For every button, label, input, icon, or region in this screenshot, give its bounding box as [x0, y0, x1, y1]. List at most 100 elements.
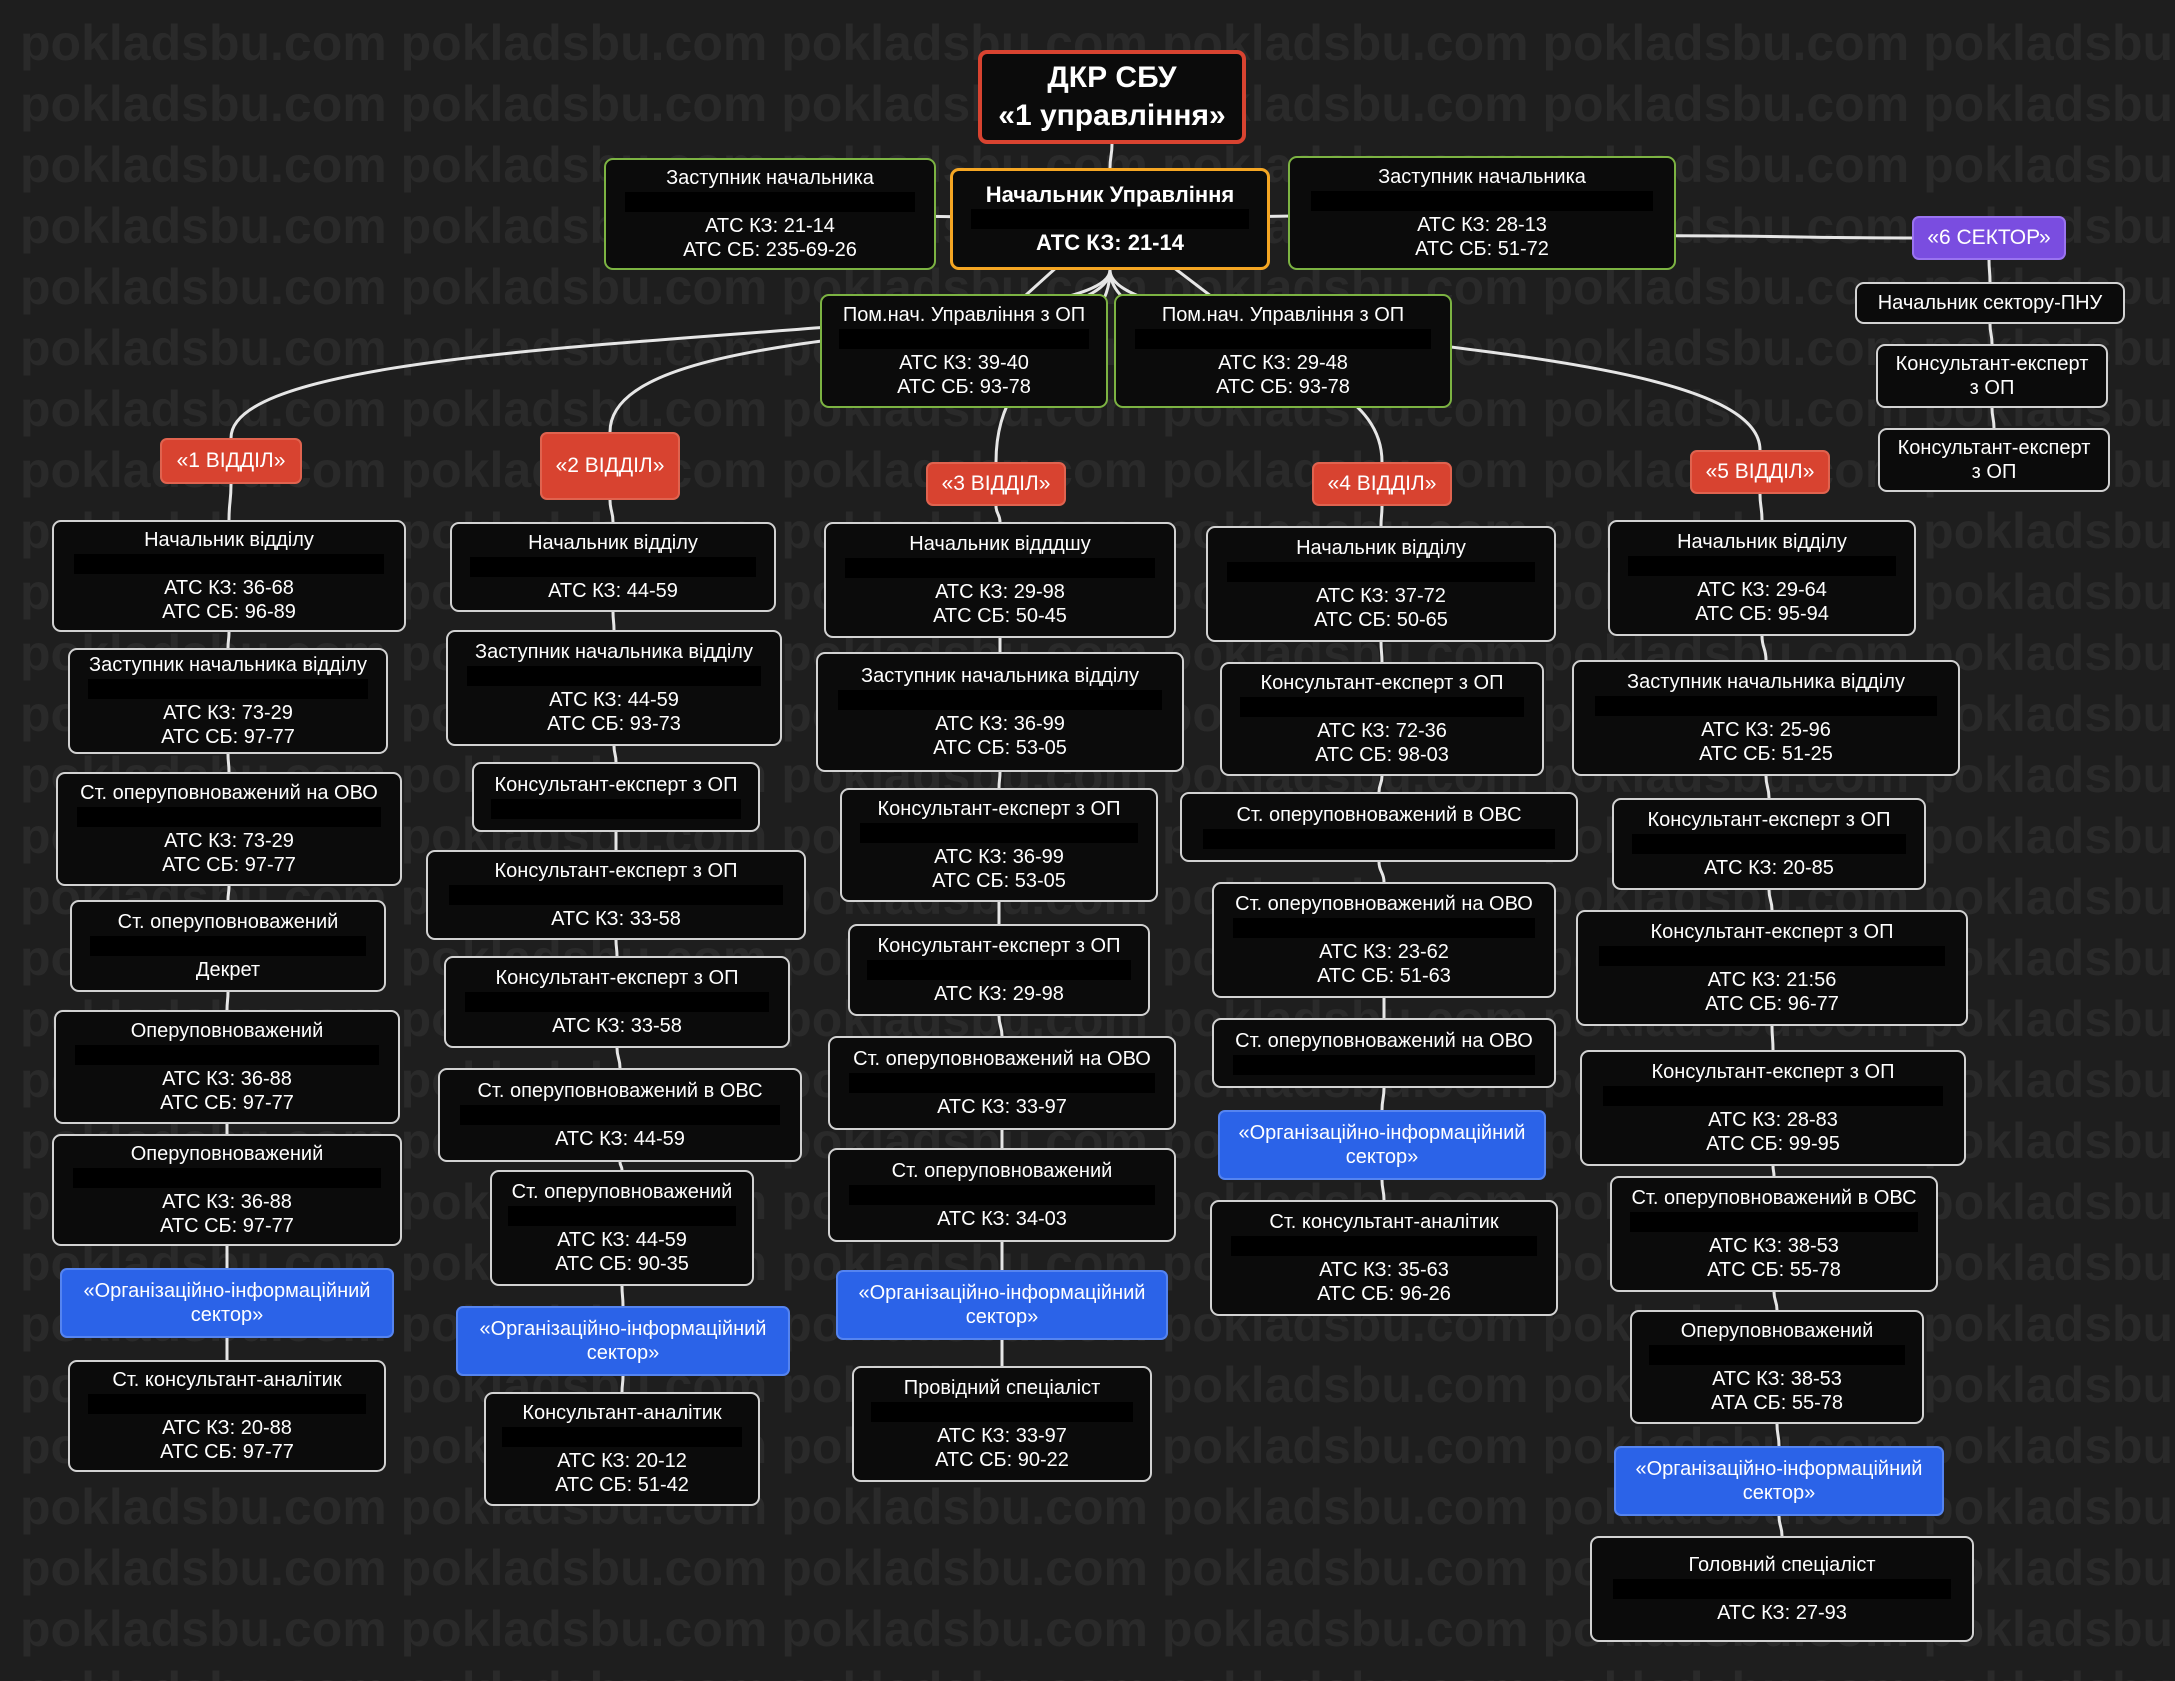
connector-line: [226, 753, 231, 773]
node-line: АТС СБ: 96-89: [162, 601, 296, 623]
node-line: Заступник начальника відділу: [1627, 671, 1905, 693]
node-line: Консультант-експерт з ОП: [1647, 809, 1891, 831]
node-line: АТС КЗ: 29-98: [935, 581, 1065, 603]
node-line: АТС СБ: 97-77: [161, 726, 295, 748]
node-line: Ст. оперуповноважений в ОВС: [477, 1080, 763, 1102]
node-line: АТС СБ: 93-78: [897, 376, 1031, 398]
node-line: Ст. консультант-аналітик: [112, 1369, 342, 1391]
node-line: Оперуповноважений: [130, 1020, 324, 1042]
node-d4-5[interactable]: Ст. оперуповноважений на ОВО: [1212, 1018, 1556, 1088]
node-line: Начальник сектору-ПНУ: [1877, 292, 2103, 314]
node-d4-3[interactable]: Ст. оперуповноважений в ОВС: [1180, 792, 1578, 862]
connector-line: [1990, 407, 1996, 429]
node-line: АТС КЗ: 38-53: [1709, 1235, 1839, 1257]
node-line: АТС КЗ: 36-88: [162, 1191, 292, 1213]
redacted-name: [1602, 1086, 1944, 1106]
redacted-name: [849, 1073, 1155, 1093]
node-line: АТС СБ: 51-42: [555, 1474, 689, 1496]
node-line: АТС СБ: 97-77: [160, 1092, 294, 1114]
node-d2[interactable]: «2 ВІДДІЛ»: [540, 432, 680, 500]
node-line: АТС КЗ: 29-98: [934, 983, 1064, 1005]
node-line: АТС КЗ: 25-96: [1701, 719, 1831, 741]
node-line: «4 ВІДДІЛ»: [1327, 472, 1437, 495]
node-d1[interactable]: «1 ВІДДІЛ»: [160, 438, 302, 484]
node-line: АТС СБ: 97-77: [162, 854, 296, 876]
node-d4[interactable]: «4 ВІДДІЛ»: [1312, 462, 1452, 506]
redacted-name: [1233, 918, 1535, 938]
redacted-name: [1203, 829, 1555, 849]
node-s6[interactable]: «6 СЕКТОР»: [1912, 216, 2066, 260]
connector-line: [226, 631, 231, 649]
node-root[interactable]: ДКР СБУ«1 управління»: [978, 50, 1246, 144]
node-line: Оперуповноважений: [130, 1143, 324, 1165]
node-line: Ст. оперуповноважений: [117, 911, 339, 933]
node-line: АТС КЗ: 21:56: [1707, 969, 1837, 991]
connector-line: [1764, 775, 1771, 799]
node-d2-3[interactable]: Консультант-експерт з ОП: [472, 762, 760, 832]
node-line: «Організаційно-інформаційний: [83, 1280, 371, 1302]
node-line: Ст. оперуповноважений на ОВО: [80, 782, 378, 804]
redacted-name: [845, 558, 1155, 578]
node-d5[interactable]: «5 ВІДДІЛ»: [1690, 450, 1830, 494]
node-d3[interactable]: «3 ВІДДІЛ»: [926, 462, 1066, 506]
connector-line: [620, 1375, 625, 1393]
node-line: Начальник відділу: [1296, 537, 1466, 559]
node-line: АТС КЗ: 29-48: [1218, 352, 1348, 374]
redacted-name: [971, 209, 1249, 229]
node-s6-1[interactable]: Начальник сектору-ПНУ: [1855, 282, 2125, 324]
node-line: АТС СБ: 53-05: [932, 870, 1066, 892]
node-line: Консультант-експерт з ОП: [495, 967, 739, 989]
node-line: АТС СБ: 51-72: [1415, 238, 1549, 260]
connector-line: [1379, 505, 1384, 527]
node-line: АТС КЗ: 33-97: [937, 1096, 1067, 1118]
node-line: АТС КЗ: 36-88: [162, 1068, 292, 1090]
connector-line: [620, 1285, 625, 1307]
node-line: Ст. консультант-аналітик: [1269, 1211, 1499, 1233]
